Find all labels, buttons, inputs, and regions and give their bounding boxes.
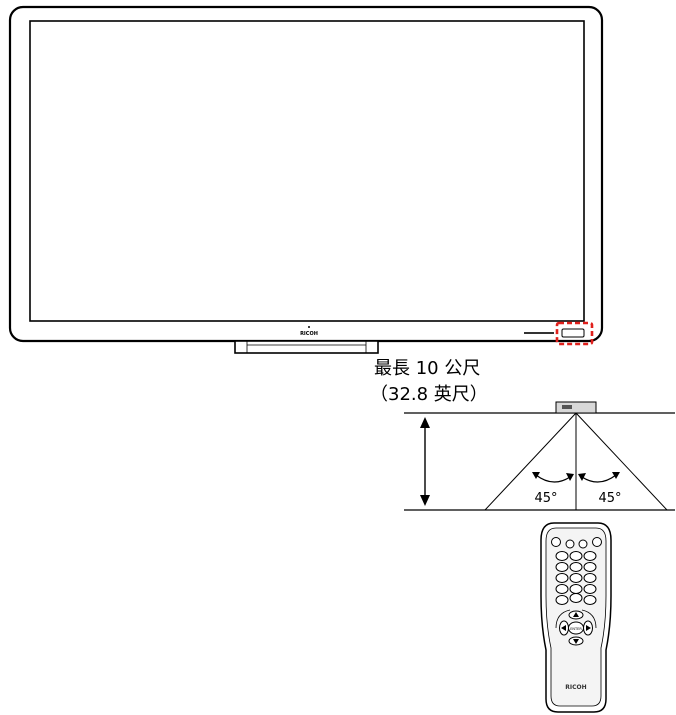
coverage-right-edge: [575, 412, 668, 511]
display-brand-logo: RICOH: [300, 331, 318, 337]
right-angle-arrow-icon: [578, 472, 620, 483]
range-label-line1: 最長 10 公尺: [374, 358, 480, 379]
display-screen: [29, 20, 585, 322]
range-label-line2: （32.8 英尺）: [370, 384, 488, 405]
left-angle-arrow-icon: [532, 472, 574, 483]
coverage-diagram: 45° 45°: [404, 401, 675, 511]
remote-power-button: [551, 537, 561, 547]
ir-sensor: [561, 328, 585, 338]
remote-brand-logo: RICOH: [565, 684, 586, 691]
remote-button: [578, 539, 588, 549]
remote-button: [592, 537, 602, 547]
angle-label-right: 45°: [598, 491, 621, 506]
remote-enter-button: [568, 621, 584, 635]
display-panel: RICOH: [8, 5, 604, 346]
remote-nav-pad: ENTER: [555, 609, 597, 646]
remote-enter-label: ENTER: [570, 627, 582, 631]
display-stand: [234, 340, 379, 354]
ir-sensor-highlight: [555, 321, 594, 346]
remote-control: ENTER RICOH: [540, 522, 612, 713]
display-control-strip: [524, 332, 554, 334]
remote-button: [565, 539, 575, 549]
remote-keypad: [555, 551, 597, 605]
coverage-left-edge: [484, 412, 577, 511]
angle-label-left: 45°: [534, 491, 557, 506]
